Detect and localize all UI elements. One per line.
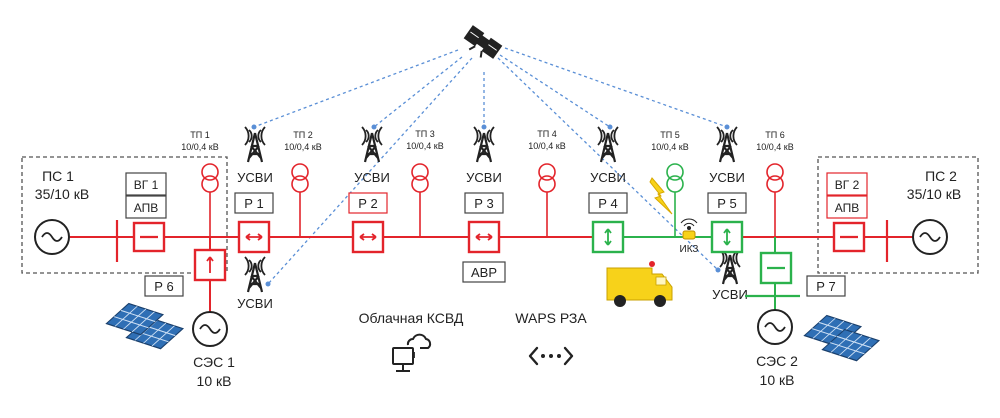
communication-links bbox=[253, 47, 728, 285]
ses2-name: СЭС 2 bbox=[756, 353, 798, 369]
transformer-icon bbox=[411, 163, 429, 193]
avr-box bbox=[462, 261, 506, 283]
tp3-rating: 10/0,4 кВ bbox=[406, 141, 443, 151]
recloser-p7-label: Р 7 bbox=[816, 279, 836, 294]
waps-icon bbox=[528, 346, 574, 366]
ps1-apv-label: АПВ bbox=[134, 201, 159, 215]
recloser-p6 bbox=[193, 248, 227, 282]
tower-icon bbox=[360, 125, 384, 164]
recloser-p1 bbox=[237, 220, 271, 254]
recloser-p3-label: Р 3 bbox=[474, 196, 494, 211]
ses2-voltage: 10 кВ bbox=[760, 372, 795, 388]
transformer-droppers bbox=[209, 192, 776, 237]
transformer-icon bbox=[201, 163, 219, 193]
usvi-label: УСВИ bbox=[237, 296, 273, 311]
recloser-p4 bbox=[591, 220, 625, 254]
tower-icon bbox=[718, 247, 742, 286]
tp1-name: ТП 1 bbox=[190, 130, 209, 140]
link-arrowheads bbox=[251, 124, 730, 287]
recloser-p2 bbox=[351, 220, 385, 254]
ps2-apv-label: АПВ bbox=[835, 201, 860, 215]
recloser-p6-label: Р 6 bbox=[154, 279, 174, 294]
recloser-p5 bbox=[710, 220, 744, 254]
recloser-label-box bbox=[348, 192, 388, 214]
usvi-label: УСВИ bbox=[590, 170, 626, 185]
tower-icon bbox=[715, 125, 739, 164]
generator-icon bbox=[912, 219, 948, 255]
recloser-label-box bbox=[806, 275, 846, 297]
tp4-rating: 10/0,4 кВ bbox=[528, 141, 565, 151]
usvi-label: УСВИ bbox=[237, 170, 273, 185]
transformer-icon bbox=[538, 163, 556, 193]
lightning-icon bbox=[649, 177, 673, 215]
recloser-label-box bbox=[707, 192, 747, 214]
waps-label: WAPS РЗА bbox=[515, 310, 587, 326]
ses1-name: СЭС 1 bbox=[193, 354, 235, 370]
tp2-name: ТП 2 bbox=[293, 130, 312, 140]
ses1-voltage: 10 кВ bbox=[197, 373, 232, 389]
generator-icon bbox=[192, 311, 228, 347]
satellite-icon bbox=[463, 25, 503, 59]
usvi-label: УСВИ bbox=[709, 170, 745, 185]
ps1-breaker bbox=[132, 221, 166, 253]
usvi-label: УСВИ bbox=[712, 287, 748, 302]
ps1-name: ПС 1 bbox=[42, 168, 74, 184]
ps1-gen-label: ВГ 1 bbox=[134, 178, 159, 192]
recloser-label-box bbox=[588, 192, 628, 214]
cloud-computer-icon bbox=[392, 333, 432, 372]
recloser-label-box bbox=[234, 192, 274, 214]
ps1-apv-box bbox=[125, 195, 167, 219]
generator-icon bbox=[757, 309, 793, 345]
tp4-name: ТП 4 bbox=[537, 129, 556, 139]
transformer-icon bbox=[666, 163, 684, 193]
avr-label: АВР bbox=[471, 265, 497, 280]
ps2-breaker bbox=[832, 221, 866, 253]
tower-icon bbox=[243, 255, 267, 294]
tower-icon bbox=[243, 125, 267, 164]
ps2-gen-box bbox=[826, 172, 868, 196]
cloud-label: Облачная КСВД bbox=[359, 310, 464, 326]
usvi-label: УСВИ bbox=[354, 170, 390, 185]
tower-icon bbox=[596, 125, 620, 164]
recloser-p2-label: Р 2 bbox=[358, 196, 378, 211]
usvi-label: УСВИ bbox=[466, 170, 502, 185]
tp3-name: ТП 3 bbox=[415, 129, 434, 139]
fault-indicator-icon bbox=[680, 218, 698, 240]
ps2-gen-label: ВГ 2 bbox=[835, 178, 860, 192]
recloser-p3 bbox=[467, 220, 501, 254]
generator-icon bbox=[34, 219, 70, 255]
recloser-p7-breaker bbox=[759, 251, 793, 285]
recloser-label-box bbox=[464, 192, 504, 214]
recloser-label-box bbox=[144, 275, 184, 297]
tp6-rating: 10/0,4 кВ bbox=[756, 142, 793, 152]
ps2-apv-box bbox=[826, 195, 868, 219]
tp5-name: ТП 5 bbox=[660, 130, 679, 140]
truck-icon bbox=[606, 261, 673, 307]
transformer-icon bbox=[291, 163, 309, 193]
transformer-icon bbox=[766, 163, 784, 193]
tower-icon bbox=[472, 125, 496, 164]
tp2-rating: 10/0,4 кВ bbox=[284, 142, 321, 152]
tp1-rating: 10/0,4 кВ bbox=[181, 142, 218, 152]
ps1-enclosure bbox=[21, 156, 228, 274]
recloser-p1-label: Р 1 bbox=[244, 196, 264, 211]
ps1-gen-box bbox=[125, 172, 167, 196]
tp5-rating: 10/0,4 кВ bbox=[651, 142, 688, 152]
tp6-name: ТП 6 bbox=[765, 130, 784, 140]
ps2-voltage: 35/10 кВ bbox=[907, 186, 961, 202]
ps1-voltage: 35/10 кВ bbox=[35, 186, 89, 202]
ps2-enclosure bbox=[817, 156, 979, 274]
ikz-label: ИКЗ bbox=[680, 244, 699, 255]
ps2-name: ПС 2 bbox=[925, 168, 957, 184]
recloser-p5-label: Р 5 bbox=[717, 196, 737, 211]
recloser-p4-label: Р 4 bbox=[598, 196, 618, 211]
